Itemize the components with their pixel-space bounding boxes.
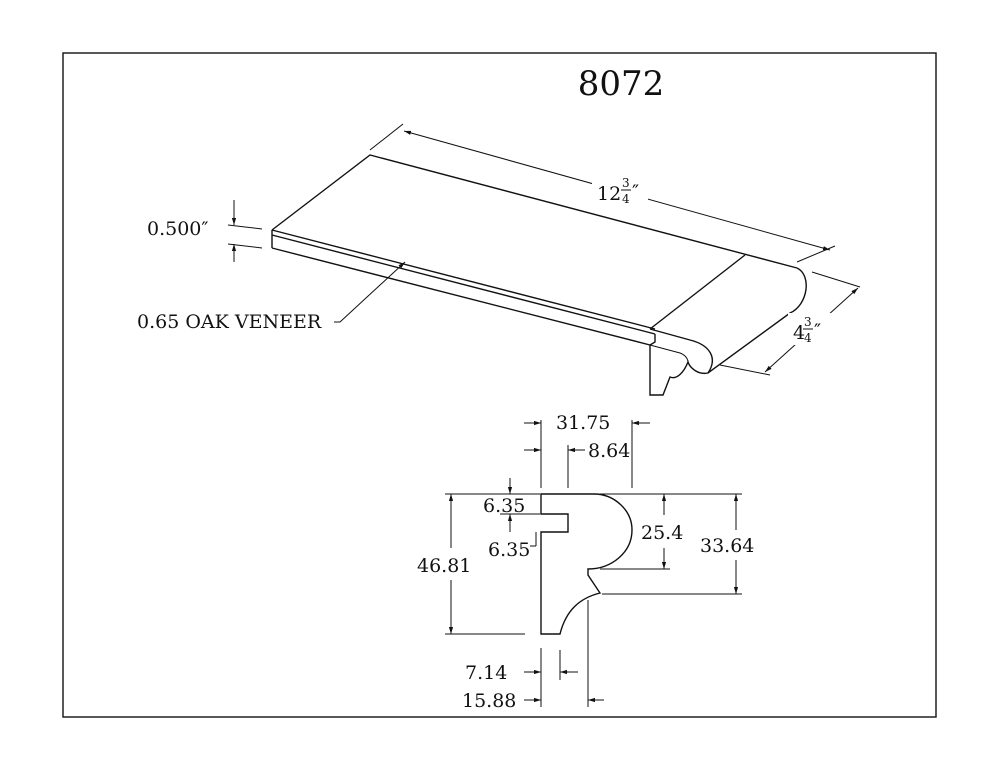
groove-top-value: 6.35: [483, 495, 525, 517]
length-dimension: 12 3 4 ″: [369, 123, 836, 263]
nose-height-value: 33.64: [700, 535, 754, 557]
veneer-label: 0.65 OAK VENEER: [137, 311, 322, 333]
thickness-label: 0.500″: [147, 218, 209, 240]
groove-height-value: 6.35: [488, 539, 530, 561]
overall-width-value: 31.75: [556, 412, 610, 434]
tread-isometric-view: [271, 154, 807, 396]
veneer-callout: 0.65 OAK VENEER: [137, 261, 406, 333]
width-dimension: 4 3 4 ″: [719, 271, 861, 376]
dim-tongue-offset: 8.64: [524, 440, 630, 488]
dim-nose-radius: 25.4: [600, 493, 683, 570]
bottom-left-value: 7.14: [465, 662, 507, 684]
length-frac-den: 4: [622, 192, 630, 206]
length-frac-num: 3: [622, 176, 630, 190]
width-whole: 4: [793, 322, 805, 344]
drawing-border: [62, 52, 937, 718]
width-inch-mark: ″: [814, 320, 821, 342]
dim-bottom-overall: 15.88: [462, 600, 604, 712]
profile-section-view: [540, 493, 633, 635]
dim-bottom-left: 7.14: [465, 648, 578, 707]
dim-groove-top: 6.35: [483, 478, 540, 532]
thickness-dimension: 0.500″: [147, 200, 263, 262]
tongue-offset-value: 8.64: [588, 440, 630, 462]
bottom-overall-value: 15.88: [462, 690, 516, 712]
overall-height-value: 46.81: [417, 555, 471, 577]
dim-nose-height: 33.64: [602, 493, 754, 595]
nose-radius-value: 25.4: [641, 522, 683, 544]
dim-groove-height: 6.35: [488, 532, 537, 561]
length-whole: 12: [597, 183, 621, 205]
dim-overall-width: 31.75: [524, 412, 650, 488]
dim-overall-height: 46.81: [417, 493, 540, 635]
width-frac-den: 4: [804, 331, 812, 345]
part-number-title: 8072: [578, 64, 665, 104]
length-inch-mark: ″: [632, 181, 639, 203]
width-frac-num: 3: [804, 315, 812, 329]
